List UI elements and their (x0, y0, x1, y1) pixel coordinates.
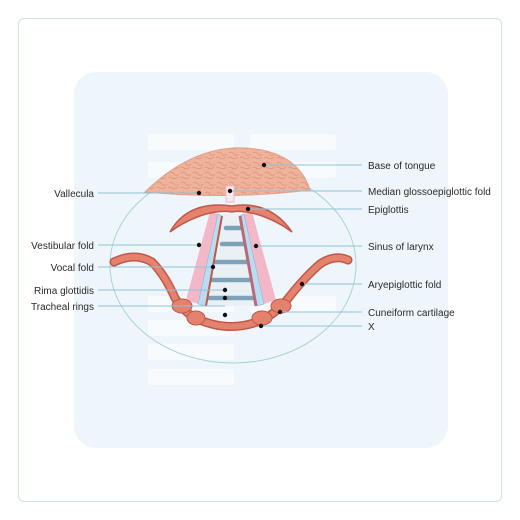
tracheal-rings-shape (203, 225, 259, 301)
aryepiglottic-fold-shape (111, 254, 351, 330)
leader-lines (98, 164, 362, 327)
label-vestibular-fold: Vestibular fold (31, 241, 94, 252)
vestibular-fold-left-shape (186, 212, 218, 304)
vestibular-fold-right-shape (244, 212, 276, 304)
label-median-glossoepiglottic-fold: Median glossoepiglottic fold (368, 187, 491, 198)
label-epiglottis: Epiglottis (368, 205, 409, 216)
epiglottis-shape (169, 204, 293, 233)
label-base-of-tongue: Base of tongue (368, 161, 436, 172)
label-aryepiglottic-fold: Aryepiglottic fold (368, 280, 441, 291)
label-tracheal-rings: Tracheal rings (31, 302, 94, 313)
label-vocal-fold: Vocal fold (51, 263, 94, 274)
label-vallecula: Vallecula (54, 189, 94, 200)
label-sinus-of-larynx: Sinus of larynx (368, 242, 434, 253)
label-cuneiform-cartilage: Cuneiform cartilage (368, 308, 455, 319)
median-glossoepiglottic-fold-shape (225, 185, 235, 203)
marker-dots (196, 162, 305, 329)
label-rima-glottidis: Rima glottidis (34, 286, 94, 297)
rima-glottidis-edge-right (238, 215, 258, 307)
rima-glottidis-edge-left (205, 215, 223, 307)
base-of-tongue-shape (143, 147, 311, 197)
label-x: X (368, 322, 375, 333)
corniculate-bump-left (186, 310, 206, 326)
corniculate-bump-right (251, 310, 273, 326)
